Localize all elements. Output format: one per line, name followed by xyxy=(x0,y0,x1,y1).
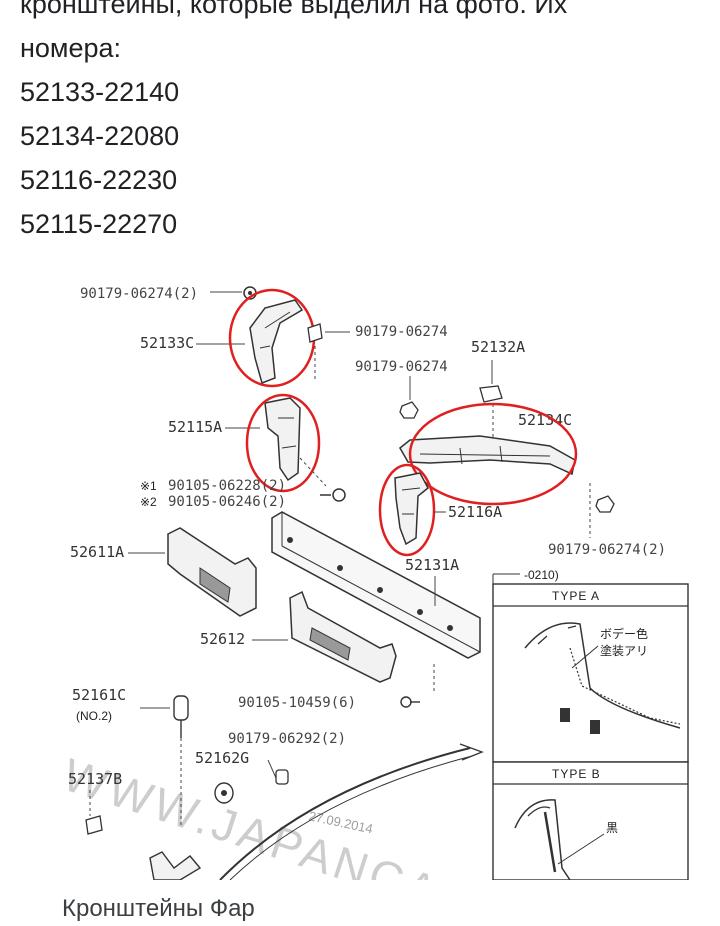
watermark-text: WWW.JAPANCARS xyxy=(57,748,515,880)
nut-icon-2 xyxy=(399,401,419,419)
nut-icon-right xyxy=(595,495,615,513)
label-90179-06292: 90179-06292(2) xyxy=(228,731,346,747)
label-no2: (NO.2) xyxy=(76,709,112,723)
nut-icon-52162g xyxy=(275,769,289,785)
label-90179-06274-a: 90179-06274 xyxy=(355,324,448,340)
parts-diagram: WWW.JAPANCARS 27.09.2014 90179-06274(2) … xyxy=(57,286,689,880)
bracket-lower-shape xyxy=(149,851,202,880)
bolt-icon-90105 xyxy=(320,488,346,502)
label-90179-06274-b: 90179-06274 xyxy=(355,359,448,375)
post-text: кронштейны, которые выделил на фото. Их … xyxy=(20,0,710,246)
label-90179-06274-2-right: 90179-06274(2) xyxy=(548,542,666,558)
label-90105-10459: 90105-10459(6) xyxy=(238,695,356,711)
part-number-1: 52133-22140 xyxy=(20,77,180,107)
grommet-52162g xyxy=(214,782,234,804)
type-inset-panel: -0210) TYPE A ボデー色 塗装アリ TYPE B 黒 xyxy=(492,568,689,880)
label-52612: 52612 xyxy=(200,630,245,648)
label-90179-06274-2-top: 90179-06274(2) xyxy=(80,286,198,302)
label-52115a: 52115A xyxy=(168,418,222,436)
clip-52132a xyxy=(479,385,503,403)
highlight-circle-52115a xyxy=(245,393,321,493)
type-b-note: 黒 xyxy=(606,821,618,835)
part-number-4: 52115-22270 xyxy=(20,209,178,239)
label-52162g: 52162G xyxy=(195,749,249,767)
part-number-2: 52134-22080 xyxy=(20,121,180,151)
clip-52137b xyxy=(85,815,103,835)
highlight-circle-52134c xyxy=(408,402,578,506)
label-note-mark-1: ※1 xyxy=(140,479,157,493)
nut-icon-1 xyxy=(307,323,323,343)
label-52132a: 52132A xyxy=(471,338,525,356)
part-number-3: 52116-22230 xyxy=(20,165,178,195)
post-line-2: номера: xyxy=(20,33,122,63)
stopper-52161c xyxy=(173,695,189,738)
bracket-52115a-shape xyxy=(264,397,301,482)
type-b-title: TYPE B xyxy=(552,767,601,781)
highlight-circle-52116a xyxy=(378,463,436,557)
post-line-1: кронштейны, которые выделил на фото. Их xyxy=(20,0,568,19)
bumper-cover-curve xyxy=(219,747,471,880)
parts-diagram-image[interactable]: WWW.JAPANCARS 27.09.2014 90179-06274(2) … xyxy=(50,268,710,880)
type-a-note-line2: 塗装アリ xyxy=(600,643,648,658)
label-90105-06246: 90105-06246(2) xyxy=(168,494,286,510)
label-note-mark-2: ※2 xyxy=(140,495,157,509)
bolt-icon-90105-10459 xyxy=(400,696,420,708)
reinforcement-52131a-shape xyxy=(271,511,481,659)
bracket-52134c-shape xyxy=(399,435,576,476)
image-caption: Кронштейны Фар xyxy=(62,895,255,922)
spacer-52612-shape xyxy=(289,590,397,683)
label-0210: -0210) xyxy=(524,568,559,582)
bracket-52116a-shape xyxy=(394,472,429,546)
label-52137b: 52137B xyxy=(68,770,122,788)
label-52161c: 52161C xyxy=(72,686,126,704)
type-a-title: TYPE A xyxy=(552,589,600,603)
spacer-52611a-shape xyxy=(167,527,257,617)
label-52133c: 52133C xyxy=(140,334,194,352)
label-52611a: 52611A xyxy=(70,543,124,561)
label-90105-06228: 90105-06228(2) xyxy=(168,478,286,494)
label-52116a: 52116A xyxy=(448,503,502,521)
type-a-note-line1: ボデー色 xyxy=(600,626,648,641)
bracket-52133c-shape xyxy=(249,299,304,384)
label-52131a: 52131A xyxy=(405,556,459,574)
